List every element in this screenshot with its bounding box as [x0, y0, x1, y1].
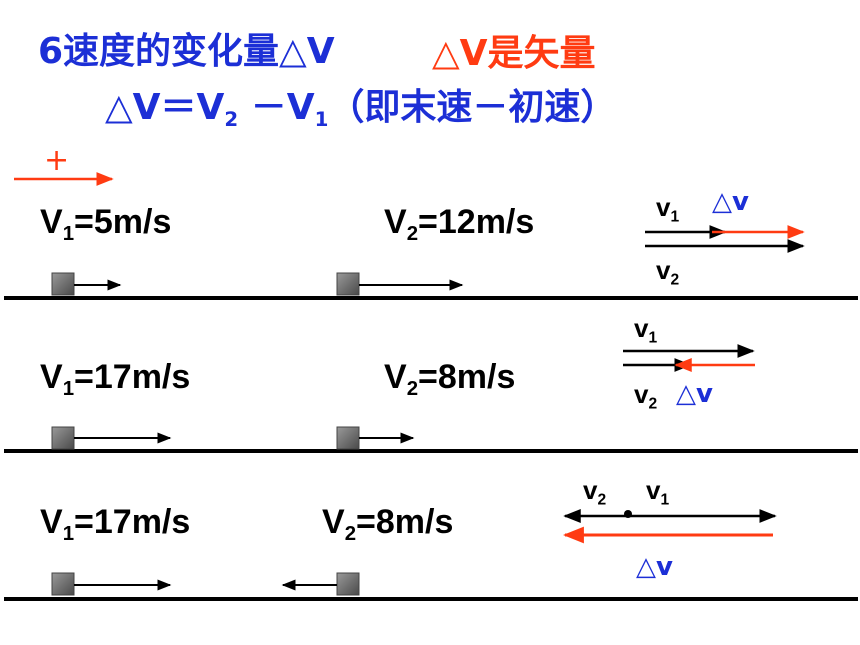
block-3a [51, 572, 75, 596]
scenario1-diagram-v1: v1 [656, 192, 680, 226]
scenario2-diagram-delta: △v [676, 379, 713, 409]
block-1b [336, 272, 360, 296]
title-line1-red: △V是矢量 [432, 33, 596, 74]
scenario2-diagram-v2: v2 [634, 379, 658, 413]
title-line1-blue: 6速度的变化量△V [38, 31, 335, 72]
block-3b [336, 572, 360, 596]
scenario1-v1-label: V1=5m/s [40, 203, 172, 246]
positive-sign: + [44, 143, 70, 178]
scenario2-v2-label: V2=8m/s [384, 358, 516, 401]
block-1a [51, 272, 75, 296]
scenario2-diagram-v1: v1 [634, 313, 658, 347]
block-2a [51, 426, 75, 450]
scenario3-diagram-v2: v2 [583, 475, 607, 509]
scenario3-v1-label: V1=17m/s [40, 503, 191, 546]
scenario3-diagram-v1: v1 [646, 475, 670, 509]
title-line2: △V＝V2 －V1（即末速－初速） [105, 87, 617, 131]
scenario1-v2-label: V2=12m/s [384, 203, 535, 246]
scenario3-v2-label: V2=8m/s [322, 503, 454, 546]
block-2b [336, 426, 360, 450]
scenario1-diagram-v2: v2 [656, 255, 680, 289]
scenario2-v1-label: V1=17m/s [40, 358, 191, 401]
scenario3-diagram-delta: △v [636, 552, 673, 582]
scenario1-diagram-delta: △v [712, 187, 749, 217]
